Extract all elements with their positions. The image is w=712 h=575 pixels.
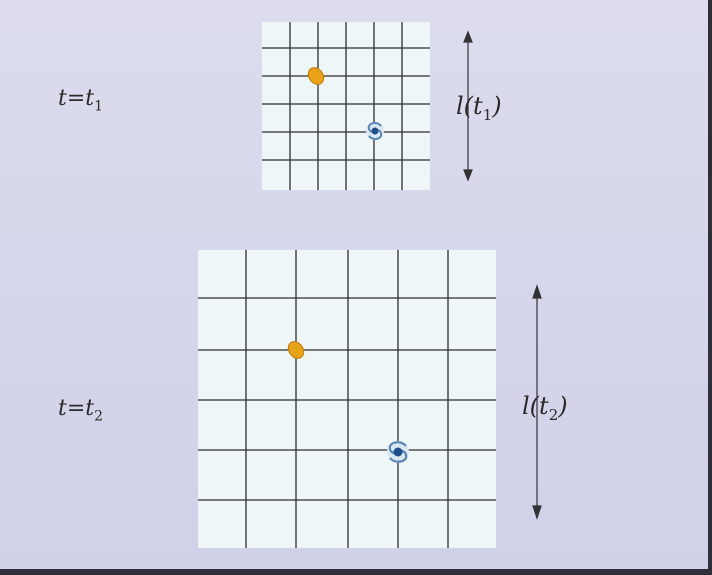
length-label-2-close: ) (558, 392, 568, 420)
time-label-1-subscript: 1 (94, 98, 104, 115)
spiral-galaxy-icon (387, 441, 409, 463)
length-label-1-main: l(t (456, 92, 483, 120)
length-label-2-main: l(t (522, 392, 549, 420)
time-label-2: t=t2 (58, 396, 103, 424)
length-arrow-2 (532, 284, 542, 520)
time-label-2-main: t=t (58, 396, 95, 421)
length-label-2: l(t2) (522, 392, 568, 424)
length-label-1-close: ) (492, 92, 502, 120)
time-label-1-main: t=t (58, 86, 95, 111)
length-label-1-subscript: 1 (482, 105, 493, 124)
length-arrow-1 (463, 30, 473, 182)
grid-1-lines (262, 22, 430, 190)
grid-panel-2 (198, 250, 496, 548)
grid-2-lines (198, 250, 496, 548)
grid-2-background (198, 250, 496, 548)
orange-galaxy-icon (287, 341, 305, 359)
length-label-2-subscript: 2 (548, 405, 559, 424)
time-label-1: t=t1 (58, 86, 103, 114)
time-label-2-subscript: 2 (94, 408, 104, 425)
grid-panel-1 (262, 22, 430, 190)
length-label-1: l(t1) (456, 92, 502, 124)
spiral-galaxy-icon (366, 122, 384, 140)
orange-galaxy-icon (307, 67, 325, 85)
